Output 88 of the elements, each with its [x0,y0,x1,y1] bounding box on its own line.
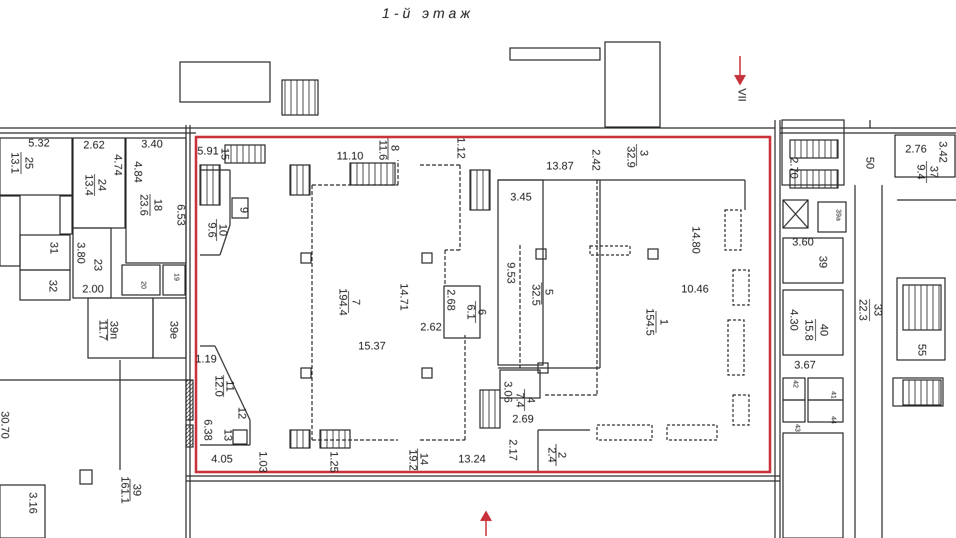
dimension-value: 11.10 [336,152,364,162]
room-number: 7 [350,298,360,306]
dimension-value: 14.80 [690,226,700,254]
area-value: 154.5 [644,308,654,336]
dimension-value: 3.42 [936,141,948,163]
area-value: 161.1 [118,476,130,504]
room-number: 6 [476,308,486,316]
room-number: 5 [542,288,554,296]
dimension-value: 2.70 [788,157,798,179]
area-value: 32.5 [530,284,540,306]
room-number: 40 [818,324,828,336]
area-value: 6.1 [464,304,476,320]
dimension-value: 2.17 [506,439,518,461]
room-number: 9 [238,206,248,214]
room-number: 18 [152,198,162,212]
dimension-value: 1.12 [454,137,466,159]
dimension-value: 1.25 [328,451,338,473]
dimension-value: 9.53 [504,262,516,284]
room-number: 39п [108,320,118,340]
area-value: 23.6 [138,194,148,216]
dimension-value: 2.62 [420,322,442,334]
dimension-value: 15.37 [358,342,386,352]
room-number: 39е [168,320,178,340]
dimension-value: 4.05 [211,454,233,466]
room-number: 1 [658,318,668,326]
dimension-value: 2.69 [512,414,534,426]
area-value: 12.0 [212,375,224,397]
room-number: 55 [916,344,926,356]
area-value: 2.4 [546,447,556,463]
dimension-value: 2.42 [590,149,600,171]
area-value: 19.2 [406,449,418,471]
room-number: 23 [92,258,102,272]
dimension-value: 3.60 [792,238,814,248]
dimension-value: 2.62 [83,140,105,152]
area-value: 32.9 [624,146,636,168]
area-value: 9.6 [206,222,216,238]
dimension-value: 3.67 [794,360,816,372]
area-value: 13.4 [82,174,94,196]
dimension-value: 14.71 [398,283,408,311]
dimension-value: 13.87 [546,162,574,172]
room-number: 39 [816,256,828,268]
dimension-value: 1.03 [256,451,268,473]
dimension-value: 4.74 [112,154,122,176]
room-number: 15 [218,148,230,160]
floor-title: 1-й этаж [382,5,474,21]
room-number: 31 [48,242,58,254]
dimension-value: 3.45 [510,192,532,204]
room-number: 39 [130,484,142,496]
dimension-value: 6.38 [202,419,212,441]
area-value: 22.3 [856,299,868,321]
area-value: 7.4 [514,392,524,408]
room-number: 11 [224,380,234,392]
room-number: 37 [928,166,938,178]
dimension-value: 6.53 [174,204,186,226]
dimension-value: 4.30 [788,309,798,331]
room-number: 12 [236,406,246,420]
dimension-value: 13.24 [458,454,486,466]
area-value: 11.7 [96,320,108,340]
room-number: 50 [864,156,874,170]
dimension-value: 2.00 [82,284,104,296]
dimension-value: 5.32 [28,138,50,150]
room-number: 32 [46,280,58,292]
area-value: 9.4 [914,164,926,180]
dimension-value: 2.68 [444,289,456,311]
room-number: 24 [96,178,106,192]
room-number: 25 [22,156,34,170]
room-number: 2 [556,452,566,458]
dimension-value: 30.70 [0,411,10,439]
room-number: 10 [216,224,228,236]
area-value: 13.1 [8,152,20,174]
room-number: 4 [524,396,536,404]
room-number: 14 [418,452,428,466]
dimension-value: 2.76 [905,144,927,156]
dimension-value: 3.80 [74,242,86,264]
room-number: 3 [638,150,648,156]
dimension-value: 3.40 [141,140,163,150]
section-mark: VII [736,88,746,102]
dimension-value: 3.16 [26,492,38,514]
room-number: 8 [388,144,400,152]
area-value: 11.6 [376,140,388,160]
dimension-value: 5.91 [197,146,219,158]
room-number: 33 [872,304,882,316]
dimension-value: 4.84 [132,161,142,183]
dimension-value: 3.06 [502,381,512,403]
area-value: 194.4 [336,288,348,316]
dimension-value: 10.46 [681,284,709,296]
area-value: 15.8 [802,319,814,341]
room-number: 13 [222,428,232,442]
